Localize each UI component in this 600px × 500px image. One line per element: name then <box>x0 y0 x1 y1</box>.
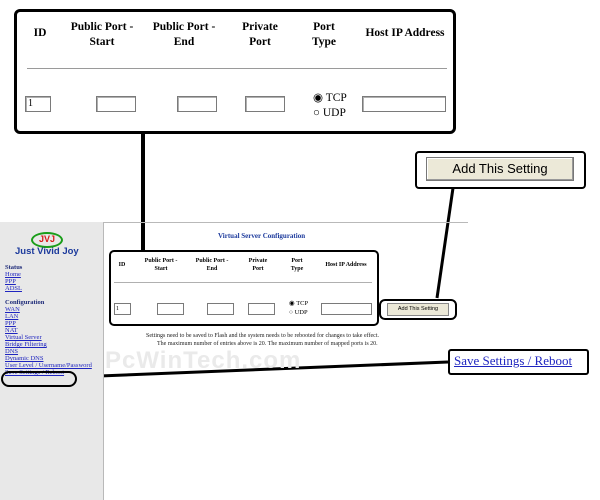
header-public-end: Public Port - End <box>195 258 229 272</box>
save-settings-callout: Save Settings / Reboot <box>448 349 589 375</box>
radio-tcp[interactable]: ◉ TCP <box>289 300 308 308</box>
radio-checked-icon: ◉ <box>289 300 295 307</box>
zoom-header-host-ip: Host IP Address <box>365 27 445 39</box>
host-ip-input[interactable] <box>321 303 372 315</box>
watermark: PcWinTech.com <box>105 347 302 374</box>
sidebar-link-dynamic-dns[interactable]: Dynamic DNS <box>5 355 44 362</box>
logo-ring-icon <box>31 232 63 248</box>
zoom-radio-tcp[interactable]: ◉ TCP <box>313 91 347 105</box>
zoom-host-ip-input[interactable] <box>362 96 446 112</box>
header-host-ip: Host IP Address <box>325 262 367 268</box>
zoom-header-id: ID <box>33 27 47 39</box>
radio-udp-label: UDP <box>294 309 308 316</box>
sidebar <box>0 222 104 500</box>
zoom-add-setting-button[interactable]: Add This Setting <box>426 157 574 181</box>
public-end-input[interactable] <box>207 303 234 315</box>
sidebar-heading-configuration: Configuration <box>5 299 45 306</box>
sidebar-link-ppp[interactable]: PPP <box>5 320 16 327</box>
zoom-header-port-type: Port Type <box>311 21 337 48</box>
zoom-radio-udp-label: UDP <box>322 107 346 119</box>
zoom-save-settings-link[interactable]: Save Settings / Reboot <box>454 353 573 368</box>
sidebar-link-adsl[interactable]: ADSL <box>5 285 22 292</box>
zoom-header-public-end: Public Port - End <box>152 21 216 48</box>
sidebar-link-ppp-status[interactable]: PPP <box>5 278 16 285</box>
zoom-separator <box>27 68 447 69</box>
zoom-radio-tcp-label: TCP <box>325 92 347 104</box>
sidebar-link-wan[interactable]: WAN <box>5 306 20 313</box>
private-port-input[interactable] <box>248 303 275 315</box>
add-setting-button[interactable]: Add This Setting <box>387 303 449 316</box>
add-setting-highlight: Add This Setting <box>379 299 457 320</box>
sidebar-heading-status: Status <box>5 264 23 271</box>
radio-checked-icon: ◉ <box>313 92 324 104</box>
sidebar-link-user-level[interactable]: User Level / Username/Password <box>5 362 92 369</box>
zoom-private-port-input[interactable] <box>245 96 285 112</box>
radio-udp[interactable]: ○ UDP <box>289 309 308 317</box>
sidebar-link-dns[interactable]: DNS <box>5 348 19 355</box>
header-private-port: Private Port <box>248 258 268 272</box>
connector-add-button <box>435 187 455 299</box>
page-title: Virtual Server Configuration <box>218 232 306 240</box>
sidebar-link-lan[interactable]: LAN <box>5 313 19 320</box>
table-separator <box>114 282 372 283</box>
zoom-id-input[interactable]: 1 <box>25 96 51 112</box>
add-setting-callout: Add This Setting <box>415 151 586 189</box>
zoom-radio-udp[interactable]: ○ UDP <box>313 106 346 120</box>
header-port-type: Port Type <box>290 258 304 272</box>
public-start-input[interactable] <box>157 303 184 315</box>
sidebar-link-virtual-server[interactable]: Virtual Server <box>5 334 42 341</box>
sidebar-link-nat[interactable]: NAT <box>5 327 18 334</box>
sidebar-link-home[interactable]: Home <box>5 271 21 278</box>
zoom-header-private-port: Private Port <box>242 21 278 48</box>
radio-unchecked-icon: ○ <box>289 309 293 316</box>
zoom-public-start-input[interactable] <box>96 96 136 112</box>
zoomed-virtual-server-table: ID Public Port - Start Public Port - End… <box>14 9 456 134</box>
brand-name: Just Vivid Joy <box>15 246 79 257</box>
radio-tcp-label: TCP <box>296 300 309 307</box>
zoom-header-public-start: Public Port - Start <box>70 21 134 48</box>
limit-note: The maximum number of entries above is 2… <box>157 341 378 347</box>
connector-save <box>73 360 449 379</box>
zoom-public-end-input[interactable] <box>177 96 217 112</box>
save-note: Settings need to be saved to Flash and t… <box>146 333 379 339</box>
save-reboot-highlight <box>1 371 77 387</box>
id-input[interactable]: 1 <box>114 303 131 315</box>
logo-text: JVJ <box>39 234 56 244</box>
page-top-border <box>0 222 468 223</box>
header-public-start: Public Port - Start <box>144 258 178 272</box>
sidebar-link-bridge-filtering[interactable]: Bridge Filtering <box>5 341 47 348</box>
radio-unchecked-icon: ○ <box>313 107 320 119</box>
header-id: ID <box>118 262 126 268</box>
